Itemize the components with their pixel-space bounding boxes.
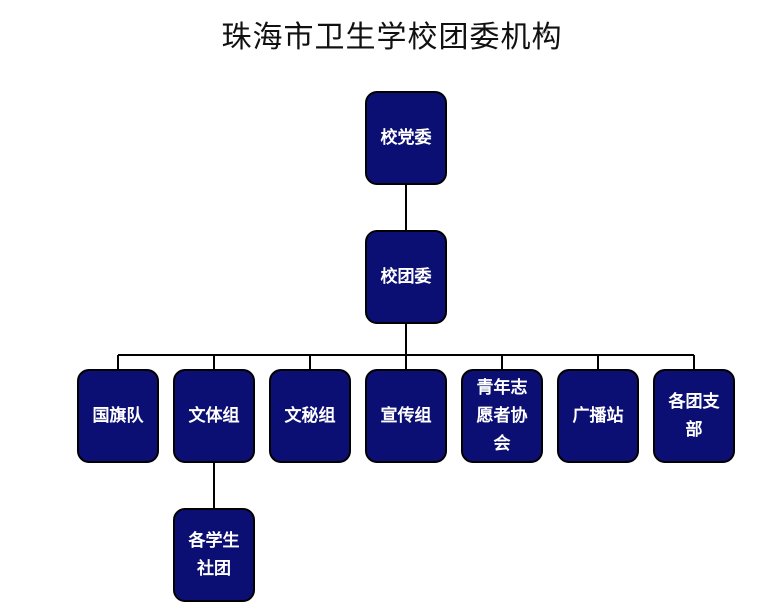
node-flag-team[interactable]: 国旗队: [77, 369, 159, 463]
node-label: 各学生社团: [188, 531, 240, 579]
node-label: 青年志愿者协会: [476, 378, 528, 454]
node-label: 文体组: [188, 406, 240, 426]
node-label: 校团委: [380, 267, 432, 287]
node-arts-sports-group[interactable]: 文体组: [173, 369, 255, 463]
node-branch-units[interactable]: 各团支部: [653, 369, 735, 463]
node-label: 各团支部: [668, 392, 720, 440]
node-volunteer-association[interactable]: 青年志愿者协会: [461, 369, 543, 463]
node-party-committee[interactable]: 校党委: [365, 91, 447, 185]
node-publicity-group[interactable]: 宣传组: [365, 369, 447, 463]
node-label: 国旗队: [92, 406, 144, 426]
node-youth-league-committee[interactable]: 校团委: [365, 230, 447, 324]
node-label: 文秘组: [284, 406, 336, 426]
node-label: 广播站: [572, 406, 624, 426]
node-label: 宣传组: [380, 406, 432, 426]
paragraph-mark-icon: ↵: [541, 28, 550, 39]
node-student-clubs[interactable]: 各学生社团: [173, 508, 255, 602]
node-secretariat-group[interactable]: 文秘组: [269, 369, 351, 463]
page-title: 珠海市卫生学校团委机构: [221, 20, 563, 55]
node-label: 校党委: [380, 128, 432, 148]
node-broadcast-station[interactable]: 广播站: [557, 369, 639, 463]
